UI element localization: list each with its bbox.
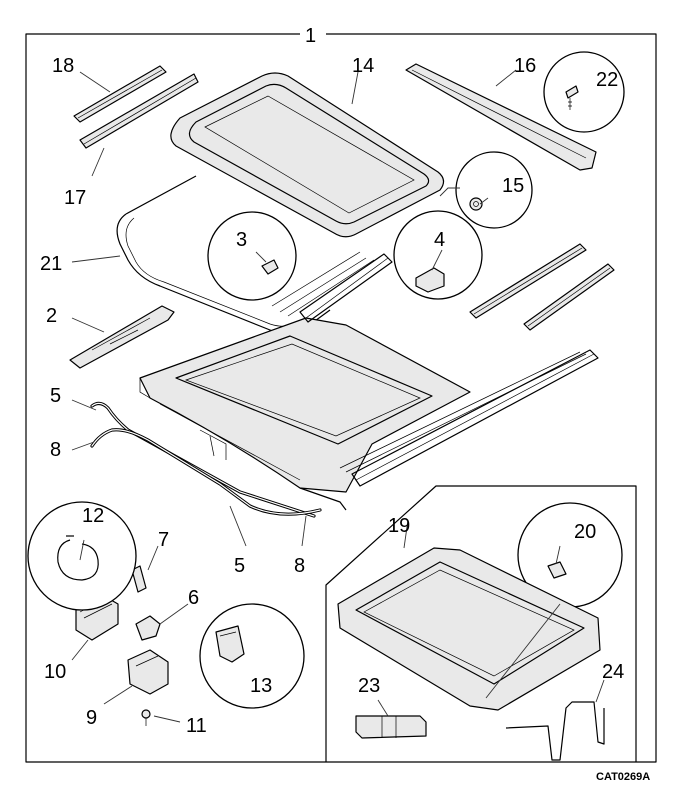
label-5a: 5 — [50, 385, 61, 407]
label-23: 23 — [358, 675, 380, 697]
screw-11 — [141, 709, 151, 726]
label-20: 20 — [574, 521, 596, 543]
label-8a: 8 — [50, 439, 61, 461]
pin — [131, 565, 147, 593]
bracket-4 — [415, 267, 445, 293]
label-11: 11 — [186, 715, 207, 737]
label-1: 1 — [305, 25, 316, 47]
subframe-19-box — [325, 485, 637, 762]
wire-24 — [505, 701, 605, 761]
label-7: 7 — [158, 529, 169, 551]
clip-15 — [469, 197, 483, 211]
label-2: 2 — [46, 305, 57, 327]
detail-circle-3 — [207, 211, 297, 301]
label-5b: 5 — [234, 555, 245, 577]
clip-13 — [215, 625, 245, 663]
detail-circle-12 — [27, 501, 137, 611]
outer-frame — [25, 33, 657, 763]
reference-code: CAT0269A — [596, 771, 650, 783]
clip-12 — [57, 535, 99, 581]
label-24: 24 — [602, 661, 624, 683]
wind-deflector — [405, 63, 597, 171]
label-8b: 8 — [294, 555, 305, 577]
detail-circle-4 — [393, 210, 483, 300]
label-22: 22 — [596, 69, 618, 91]
mechanism-bracket — [69, 305, 175, 369]
label-9: 9 — [86, 707, 97, 729]
screw-22 — [565, 85, 579, 110]
sunshade-frame — [337, 547, 601, 711]
gear-unit — [127, 649, 169, 695]
leader-lines — [71, 69, 605, 723]
label-17: 17 — [64, 187, 86, 209]
label-16: 16 — [514, 55, 536, 77]
rail-18 — [73, 65, 167, 123]
rail-17 — [79, 73, 199, 149]
detail-circle-22 — [543, 51, 625, 133]
label-21: 21 — [40, 253, 62, 275]
sunroof-frame — [139, 251, 599, 511]
glass-panel — [170, 72, 445, 238]
label-12: 12 — [82, 505, 104, 527]
label-19: 19 — [388, 515, 410, 537]
label-13: 13 — [250, 675, 272, 697]
label-6: 6 — [188, 587, 199, 609]
microswitch — [135, 615, 161, 641]
label-3: 3 — [236, 229, 247, 251]
label-18: 18 — [52, 55, 74, 77]
drive-cables — [90, 401, 322, 518]
label-15: 15 — [502, 175, 524, 197]
label-4: 4 — [434, 229, 445, 251]
side-rails-right — [469, 243, 615, 331]
clip-3 — [261, 259, 279, 275]
cover-23 — [355, 715, 427, 739]
label-10: 10 — [44, 661, 66, 683]
label-14: 14 — [352, 55, 374, 77]
